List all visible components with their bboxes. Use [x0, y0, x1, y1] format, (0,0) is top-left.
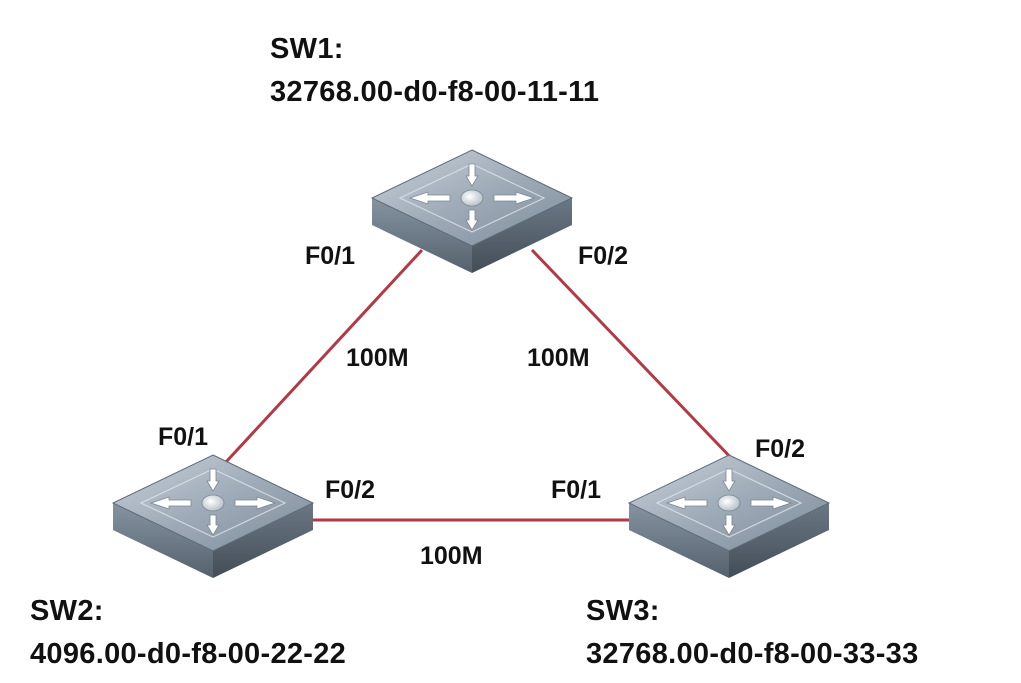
switch-sw3-icon: [628, 454, 830, 579]
sw3-port-f02: F0/2: [755, 435, 806, 463]
sw2-port-f01: F0/1: [158, 423, 209, 451]
sw3-port-f01: F0/1: [551, 476, 602, 504]
link-sw1-sw2: [224, 248, 424, 464]
link-sw1-sw2-speed: 100M: [346, 344, 409, 372]
sw2-port-f02: F0/2: [325, 476, 376, 504]
sw3-bridge-id: 32768.00-d0-f8-00-33-33: [586, 638, 919, 670]
link-sw1-sw3: [530, 248, 737, 464]
link-sw2-sw3-speed: 100M: [420, 542, 483, 570]
sw1-port-f01: F0/1: [305, 242, 356, 270]
sw2-bridge-id: 4096.00-d0-f8-00-22-22: [30, 638, 347, 670]
switch-sw1-icon: [371, 149, 573, 274]
sw1-bridge-id: 32768.00-d0-f8-00-11-11: [270, 76, 600, 108]
links-layer: [224, 248, 737, 522]
sw1-port-f02: F0/2: [578, 242, 629, 270]
sw1-name: SW1:: [270, 33, 344, 65]
link-sw1-sw3-speed: 100M: [527, 344, 590, 372]
sw3-name: SW3:: [586, 595, 660, 627]
sw2-name: SW2:: [30, 595, 104, 627]
switch-sw2-icon: [112, 454, 314, 579]
